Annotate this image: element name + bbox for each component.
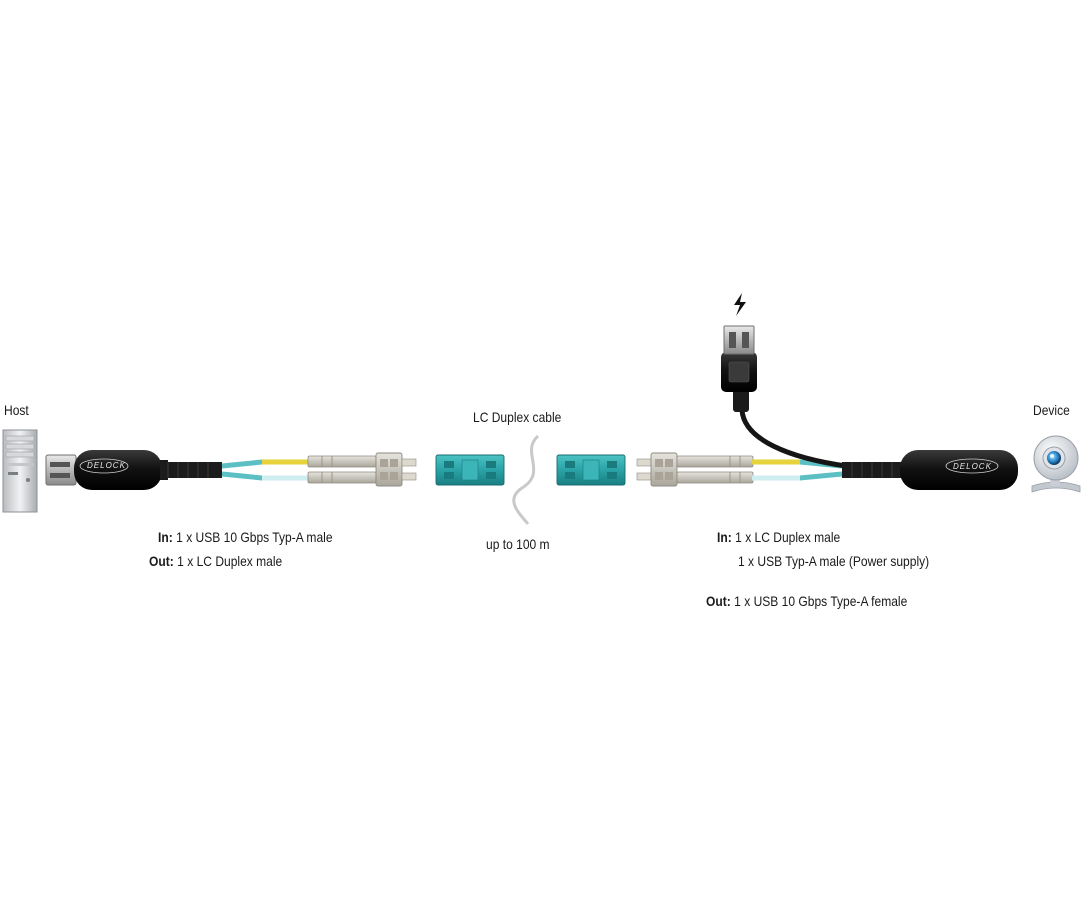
right-spec-in-key: In: [717,529,732,545]
left-spec-out-value: 1 x LC Duplex male [177,553,283,569]
power-usb-cable [721,325,847,469]
right-spec-in-value-2: 1 x USB Typ-A male (Power supply) [738,553,930,569]
left-spec-in: In:1 x USB 10 Gbps Typ-A male [158,528,333,546]
right-spec-out-value: 1 x USB 10 Gbps Type-A female [734,593,908,609]
desktop-tower-icon [2,429,38,513]
host-label: Host [4,402,29,418]
left-spec-in-value: 1 x USB 10 Gbps Typ-A male [176,529,333,545]
left-brand-logo: DELOCK [87,461,126,470]
right-brand-logo: DELOCK [953,462,992,471]
right-spec-in-2: 1 x USB Typ-A male (Power supply) [738,552,929,570]
webcam-icon [1031,435,1081,493]
left-spec-out-key: Out: [149,553,174,569]
left-fiber-pair [221,459,310,481]
cable-type-label: LC Duplex cable [473,409,562,425]
distance-wavy-cable [512,434,540,525]
right-lc-duplex-connector [636,452,754,487]
right-lc-coupler [556,454,626,486]
distance-label: up to 100 m [486,536,550,552]
right-transceiver-housing [842,450,1018,490]
device-label: Device [1033,402,1070,418]
lightning-bolt-icon [734,293,746,316]
left-usb-a-plug [45,454,77,486]
right-spec-out: Out:1 x USB 10 Gbps Type-A female [706,592,907,610]
right-spec-in-value-1: 1 x LC Duplex male [735,529,841,545]
right-spec-in: In:1 x LC Duplex male [717,528,840,546]
left-spec-in-key: In: [158,529,173,545]
left-transceiver-housing [74,450,222,490]
left-spec-out: Out:1 x LC Duplex male [149,552,282,570]
left-lc-duplex-connector [307,452,417,487]
right-spec-out-key: Out: [706,593,731,609]
left-lc-coupler [435,454,505,486]
